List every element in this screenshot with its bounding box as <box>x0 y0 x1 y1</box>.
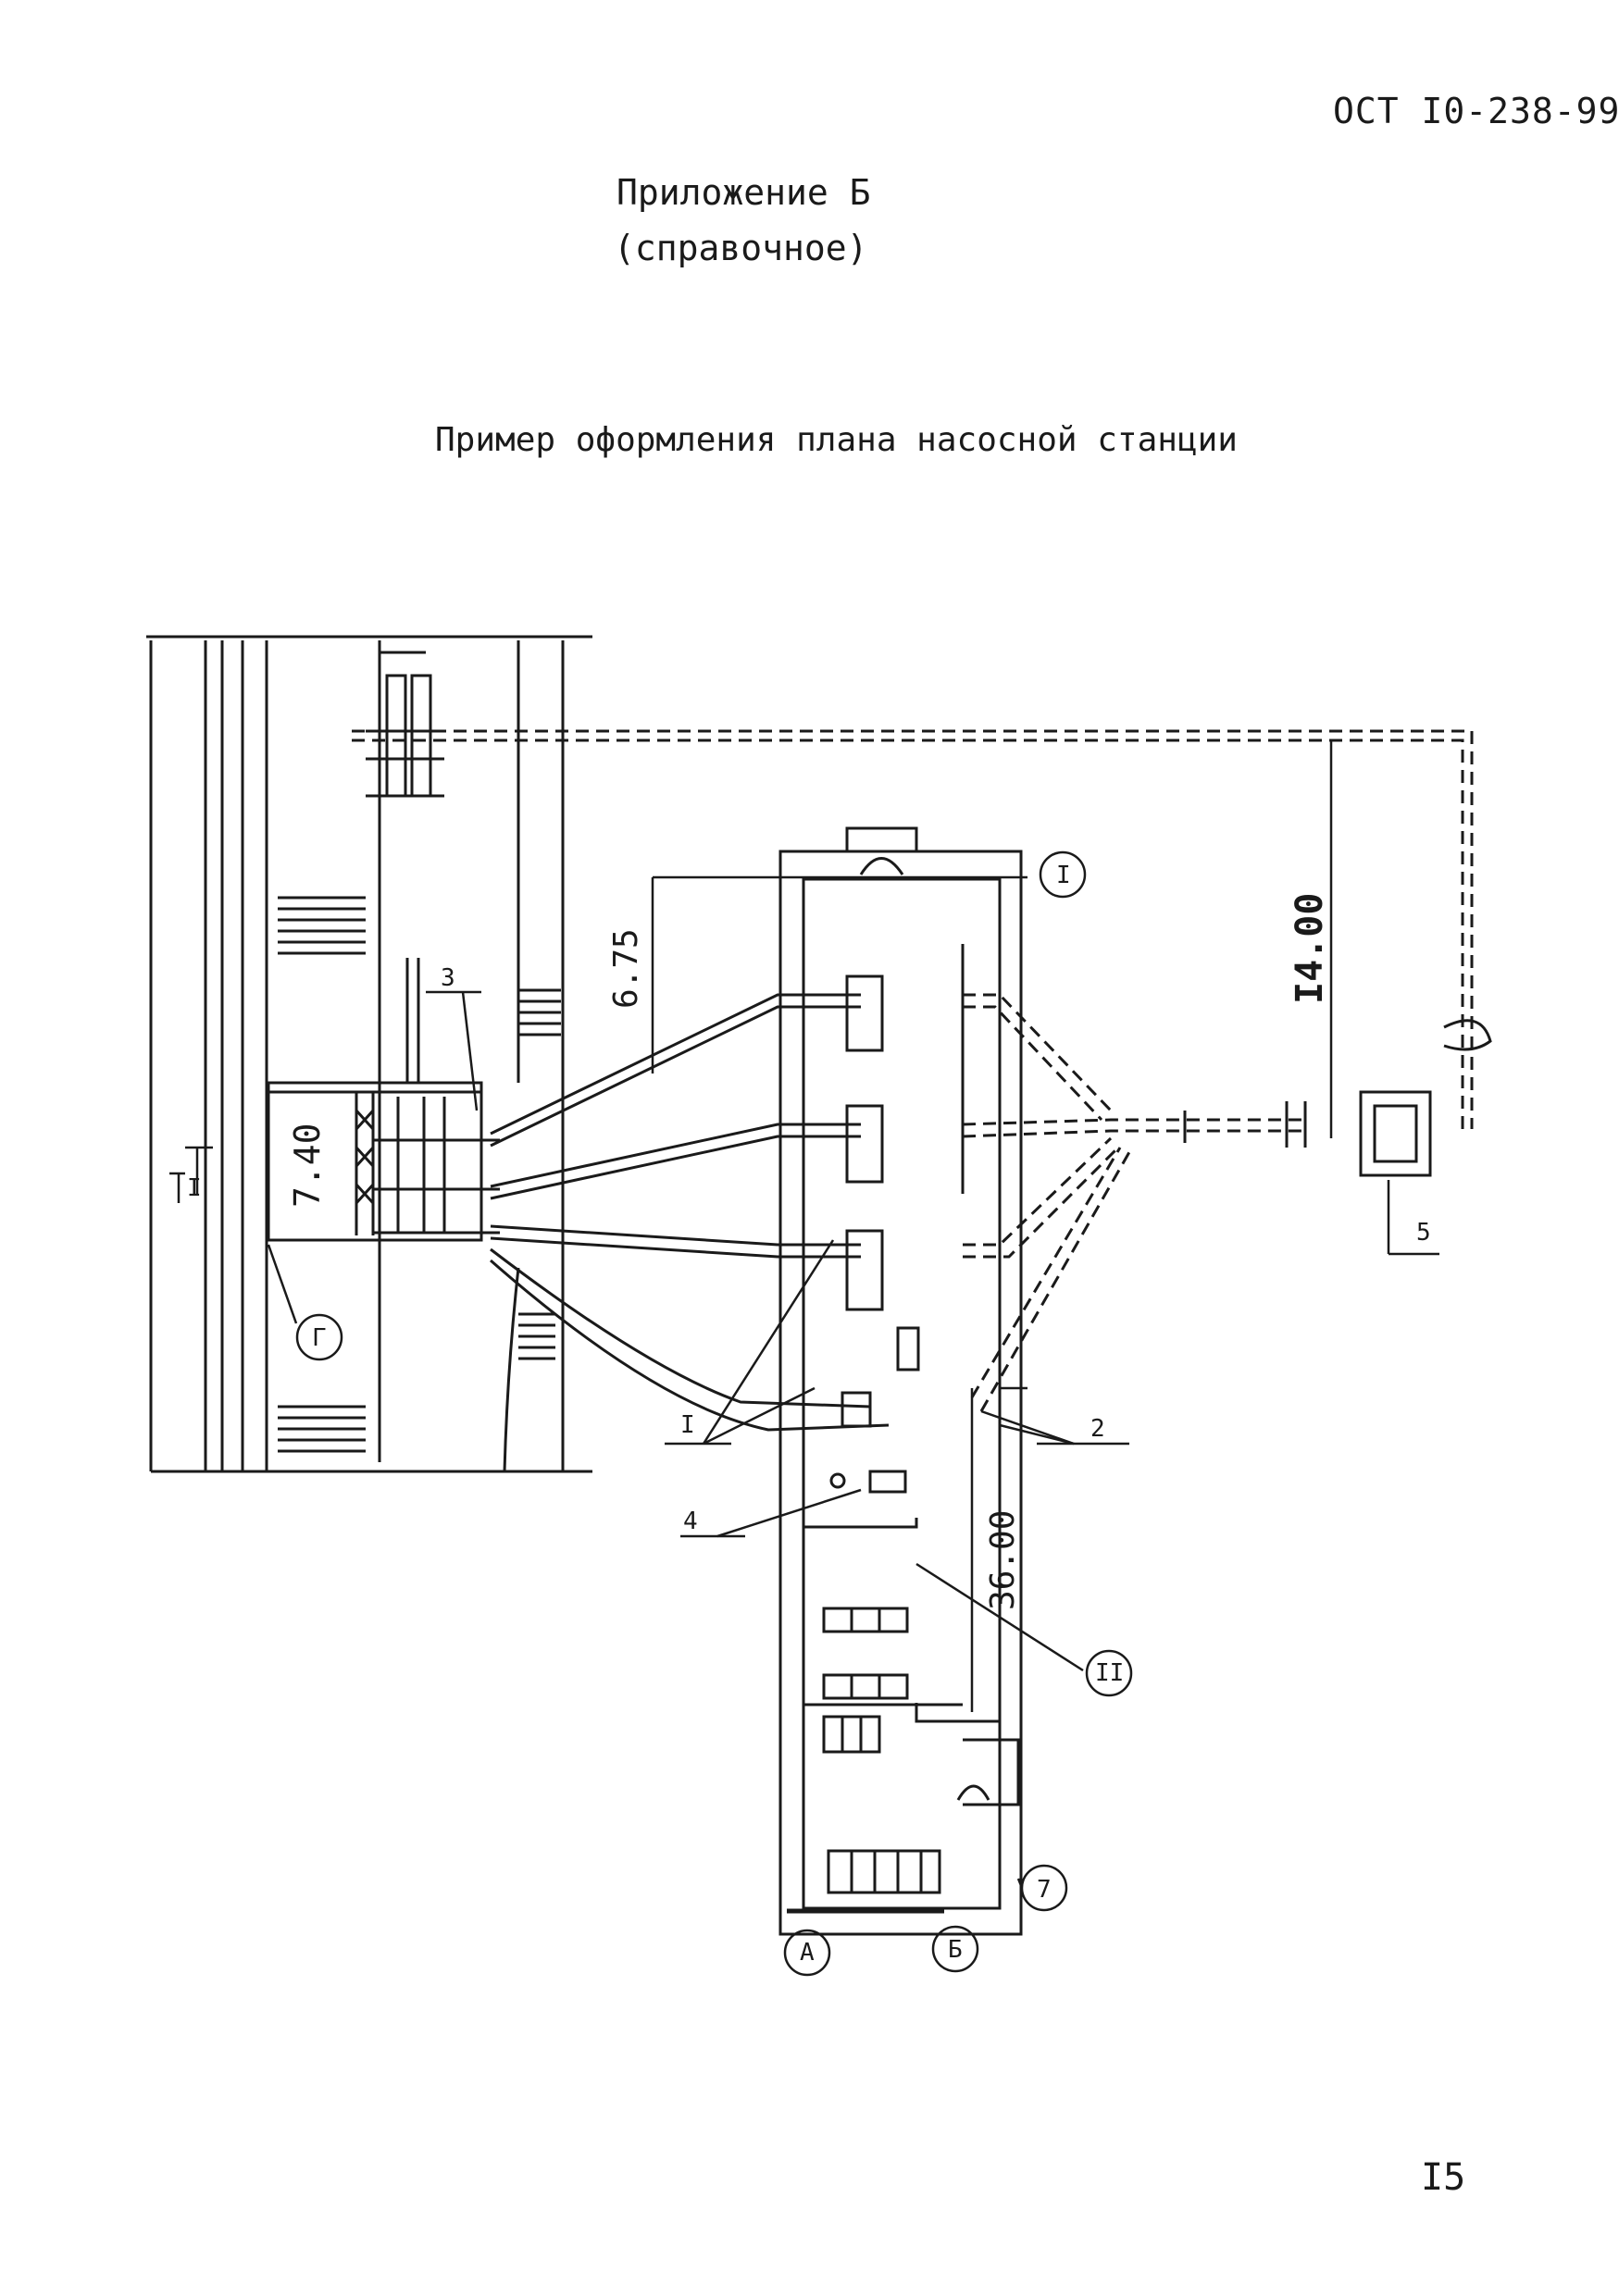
dim-14-00: I4.00 <box>1289 893 1331 1004</box>
axis-label-i: I <box>1056 862 1071 889</box>
callout-3: 3 <box>441 964 455 992</box>
document-code: ОСТ I0-238-99 <box>1333 91 1619 131</box>
dim-7-40: 7.40 <box>287 1123 328 1208</box>
valve-chamber <box>1183 1019 1492 1177</box>
callout-4: 4 <box>683 1508 698 1535</box>
appendix-subtitle: (справочное) <box>614 228 868 268</box>
pump-station-building <box>778 826 1023 1936</box>
pressure-pipes <box>352 729 1474 1412</box>
dim-36-00: 36.00 <box>984 1510 1022 1610</box>
appendix-title: Приложение Б <box>616 172 871 213</box>
callout-2: 2 <box>1090 1415 1105 1443</box>
canal-structure <box>146 635 592 1473</box>
axis-markers <box>169 850 1133 1977</box>
leader-lines <box>426 990 1439 1672</box>
axis-label-ii: II <box>1095 1659 1124 1687</box>
callout-1: I <box>680 1411 695 1439</box>
axis-label-b: Б <box>948 1936 963 1964</box>
callout-7: 7 <box>1037 1876 1052 1904</box>
suction-pipes <box>490 993 890 1432</box>
callout-5: 5 <box>1416 1219 1431 1247</box>
section-mark: I <box>187 1174 202 1202</box>
axis-label-a: А <box>800 1939 815 1967</box>
axis-label-g: Г <box>312 1324 327 1352</box>
dimension-lines <box>185 740 1333 1712</box>
page-number: I5 <box>1421 2156 1466 2199</box>
dim-6-75: 6.75 <box>607 928 645 1009</box>
intake-block <box>267 1081 500 1242</box>
figure-title: Пример оформления плана насосной станции <box>435 421 1238 459</box>
